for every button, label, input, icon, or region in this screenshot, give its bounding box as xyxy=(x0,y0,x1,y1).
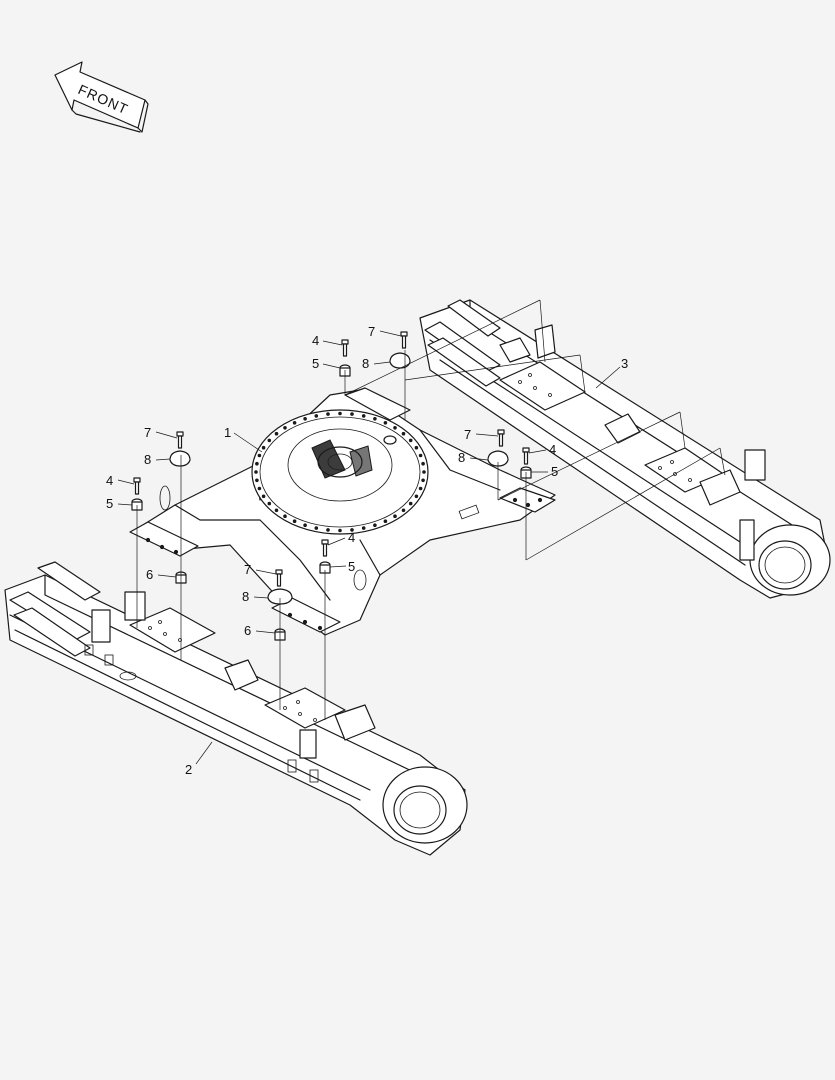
ring-bolt-hole xyxy=(292,519,297,524)
ring-bolt-hole xyxy=(373,523,377,528)
callout-8c: 8 xyxy=(458,450,465,465)
ring-bolt-hole xyxy=(338,528,342,533)
callout-6a: 6 xyxy=(146,567,153,582)
callout-labels: 1 2 3 4 4 4 4 5 5 5 5 6 6 7 7 7 7 8 8 8 … xyxy=(106,324,628,777)
bolt-7a-icon xyxy=(400,331,408,349)
assembly-lines xyxy=(136,299,726,720)
ring-bolt-hole xyxy=(393,426,397,430)
plate-8d-icon xyxy=(267,588,293,605)
bolt-4a-icon xyxy=(341,339,349,357)
ring-bolt-hole xyxy=(418,486,423,491)
bolt-7d-icon xyxy=(275,569,283,587)
ring-bolt-hole xyxy=(408,438,413,443)
callout-7b: 7 xyxy=(144,425,151,440)
callout-1: 1 xyxy=(224,425,231,440)
ring-bolt-hole xyxy=(401,508,406,513)
ring-bolt-hole xyxy=(414,445,419,450)
ring-bolt-hole xyxy=(361,414,366,418)
ring-bolt-hole xyxy=(383,519,388,524)
ring-bolt-hole xyxy=(255,461,259,466)
plate-8c-icon xyxy=(487,450,509,467)
ring-bolt-hole xyxy=(401,431,406,436)
ring-bolt-hole xyxy=(414,494,419,499)
ring-bolt-hole xyxy=(261,494,266,499)
ring-bolt-hole xyxy=(292,421,297,425)
plate-8b-icon xyxy=(169,450,191,467)
callout-7d: 7 xyxy=(244,562,251,577)
ring-bolt-hole xyxy=(255,478,259,483)
ring-bolt-hole xyxy=(422,470,426,474)
ring-bolt-hole xyxy=(350,528,354,532)
ring-bolt-hole xyxy=(283,426,287,430)
ring-bolt-hole xyxy=(257,453,262,458)
ring-bolt-hole xyxy=(383,421,388,425)
callout-5a: 5 xyxy=(312,356,319,371)
ring-bolt-hole xyxy=(326,528,330,532)
ring-bolt-hole xyxy=(326,412,330,416)
ring-bolt-hole xyxy=(314,414,319,418)
plate-8a-icon xyxy=(389,352,411,369)
ring-bolt-hole xyxy=(257,486,262,491)
ring-bolt-hole xyxy=(314,526,319,530)
bolt-4b-icon xyxy=(133,477,141,495)
leader-lines xyxy=(117,330,621,765)
callout-8d: 8 xyxy=(242,589,249,604)
ring-bolt-hole xyxy=(408,501,413,506)
bolt-4c-icon xyxy=(522,447,530,465)
ring-bolt-hole xyxy=(267,501,272,506)
left-track-frame xyxy=(4,561,468,856)
callout-7a: 7 xyxy=(368,324,375,339)
callout-7c: 7 xyxy=(464,427,471,442)
ring-bolt-hole xyxy=(373,417,377,421)
callout-5c: 5 xyxy=(551,464,558,479)
right-track-frame xyxy=(419,299,831,599)
ring-bolt-hole xyxy=(274,431,279,436)
callout-4d: 4 xyxy=(348,530,355,545)
ring-bolt-hole xyxy=(393,514,397,519)
callout-8a: 8 xyxy=(362,356,369,371)
ring-bolt-hole xyxy=(254,470,258,474)
callout-5b: 5 xyxy=(106,496,113,511)
ring-bolt-hole xyxy=(267,438,272,443)
callout-4b: 4 xyxy=(106,473,113,488)
callout-5d: 5 xyxy=(348,559,355,574)
bolt-7c-icon xyxy=(497,429,505,447)
ring-bolt-hole xyxy=(421,461,425,466)
center-frame xyxy=(129,387,556,636)
ring-bolt-hole xyxy=(303,417,307,421)
callout-4c: 4 xyxy=(549,442,556,457)
ring-bolt-hole xyxy=(303,523,307,528)
callout-4a: 4 xyxy=(312,333,319,348)
ring-bolt-hole xyxy=(421,478,425,483)
callout-6b: 6 xyxy=(244,623,251,638)
ring-bolt-hole xyxy=(283,514,287,519)
bolt-4d-icon xyxy=(321,539,329,557)
bolt-7b-icon xyxy=(176,431,184,449)
ring-bolt-hole xyxy=(261,445,266,450)
front-arrow-icon: FRONT xyxy=(54,61,149,133)
ring-bolt-hole xyxy=(418,453,423,458)
ring-bolt-hole xyxy=(274,508,279,513)
callout-8b: 8 xyxy=(144,452,151,467)
ring-bolt-hole xyxy=(361,526,366,530)
callout-3: 3 xyxy=(621,356,628,371)
ring-bolt-hole xyxy=(338,411,342,416)
callout-2: 2 xyxy=(185,762,192,777)
ring-bolt-hole xyxy=(350,412,354,416)
